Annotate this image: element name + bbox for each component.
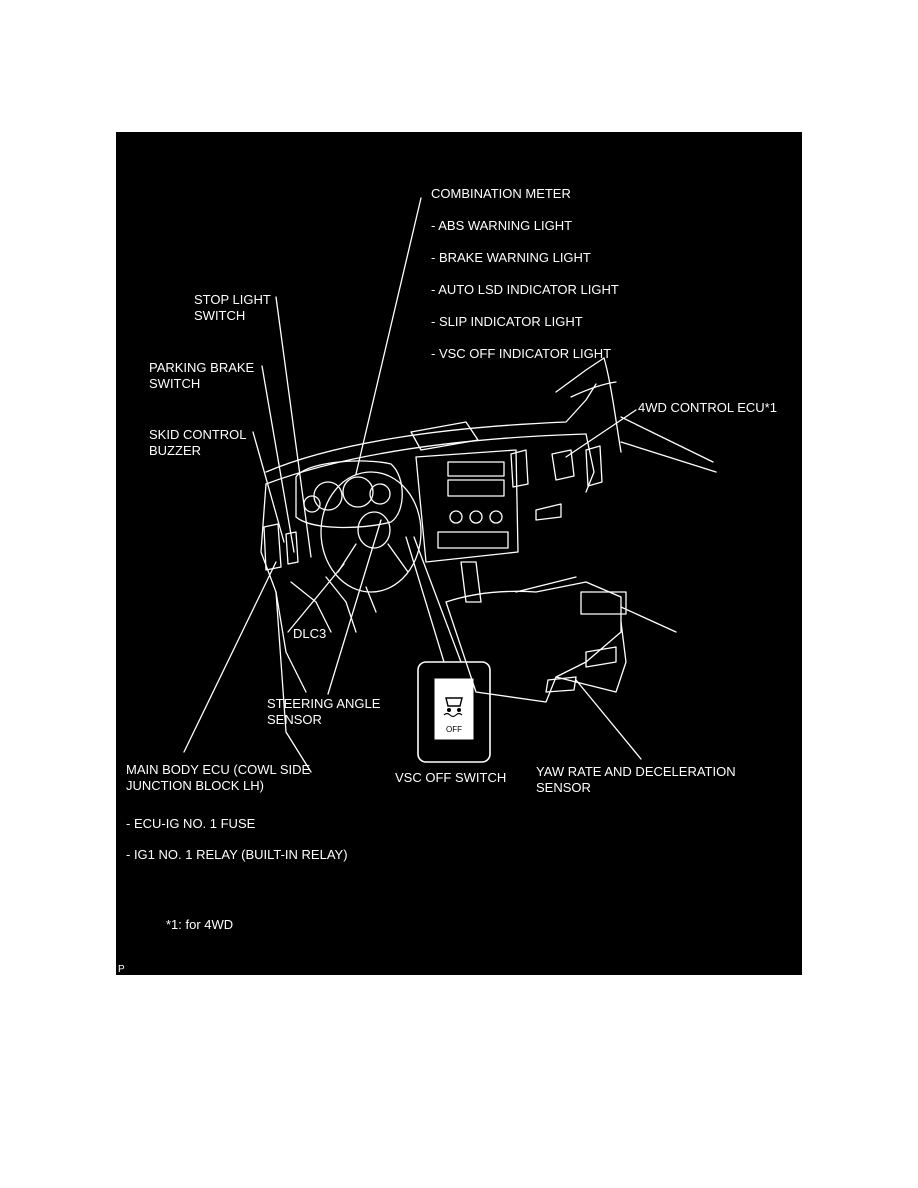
label-dlc3: DLC3: [293, 626, 327, 641]
leader-parking-brake-switch: [261, 365, 295, 553]
dashboard-illustration: OFF: [183, 197, 717, 773]
label-combination-meter: COMBINATION METER: [431, 186, 571, 201]
label-stop-light-switch: STOP LIGHT SWITCH: [194, 292, 271, 323]
leader-steering-angle-sensor: [327, 519, 382, 695]
label-parking-brake-switch: PARKING BRAKE SWITCH: [149, 360, 255, 391]
label-skid-control-buzzer: SKID CONTROL BUZZER: [149, 427, 247, 458]
label-brake-warning-light: - BRAKE WARNING LIGHT: [431, 250, 591, 265]
leader-main-body-ecu: [183, 561, 277, 753]
footnote: *1: for 4WD: [166, 917, 234, 932]
vsc-off-switch-icon: [443, 697, 463, 718]
leader-skid-control-buzzer: [252, 431, 285, 543]
label-abs-warning-light: - ABS WARNING LIGHT: [431, 218, 573, 233]
label-steering-angle-sensor: STEERING ANGLE SENSOR: [267, 696, 381, 727]
label-vsc-off-indicator-light: - VSC OFF INDICATOR LIGHT: [431, 346, 612, 361]
label-ecu-ig-fuse: - ECU-IG NO. 1 FUSE: [126, 816, 256, 831]
label-ig1-relay: - IG1 NO. 1 RELAY (BUILT-IN RELAY): [126, 847, 348, 862]
leader-yaw-rate-sensor: [575, 679, 642, 760]
leader-vsc-off-switch-a: [405, 536, 445, 663]
label-main-body-ecu: MAIN BODY ECU (COWL SIDE JUNCTION BLOCK …: [126, 762, 311, 793]
component-location-diagram: OFF COMBINATION METER - ABS WARNING LIGH…: [116, 132, 802, 975]
leader-combination-meter: [355, 197, 422, 475]
label-auto-lsd-indicator-light: - AUTO LSD INDICATOR LIGHT: [431, 282, 619, 297]
leader-4wd-control-ecu: [565, 409, 637, 458]
label-4wd-control-ecu: 4WD CONTROL ECU*1: [638, 400, 777, 415]
leader-dlc3: [287, 563, 345, 633]
vsc-off-switch-text: OFF: [446, 725, 462, 734]
label-vsc-off-switch: VSC OFF SWITCH: [395, 770, 507, 785]
leader-vsc-off-switch-b: [413, 536, 462, 663]
label-slip-indicator-light: - SLIP INDICATOR LIGHT: [431, 314, 583, 329]
corner-mark: P: [118, 964, 125, 975]
label-yaw-rate-sensor: YAW RATE AND DECELERATION SENSOR: [536, 764, 736, 795]
leader-stop-light-switch: [275, 296, 312, 558]
